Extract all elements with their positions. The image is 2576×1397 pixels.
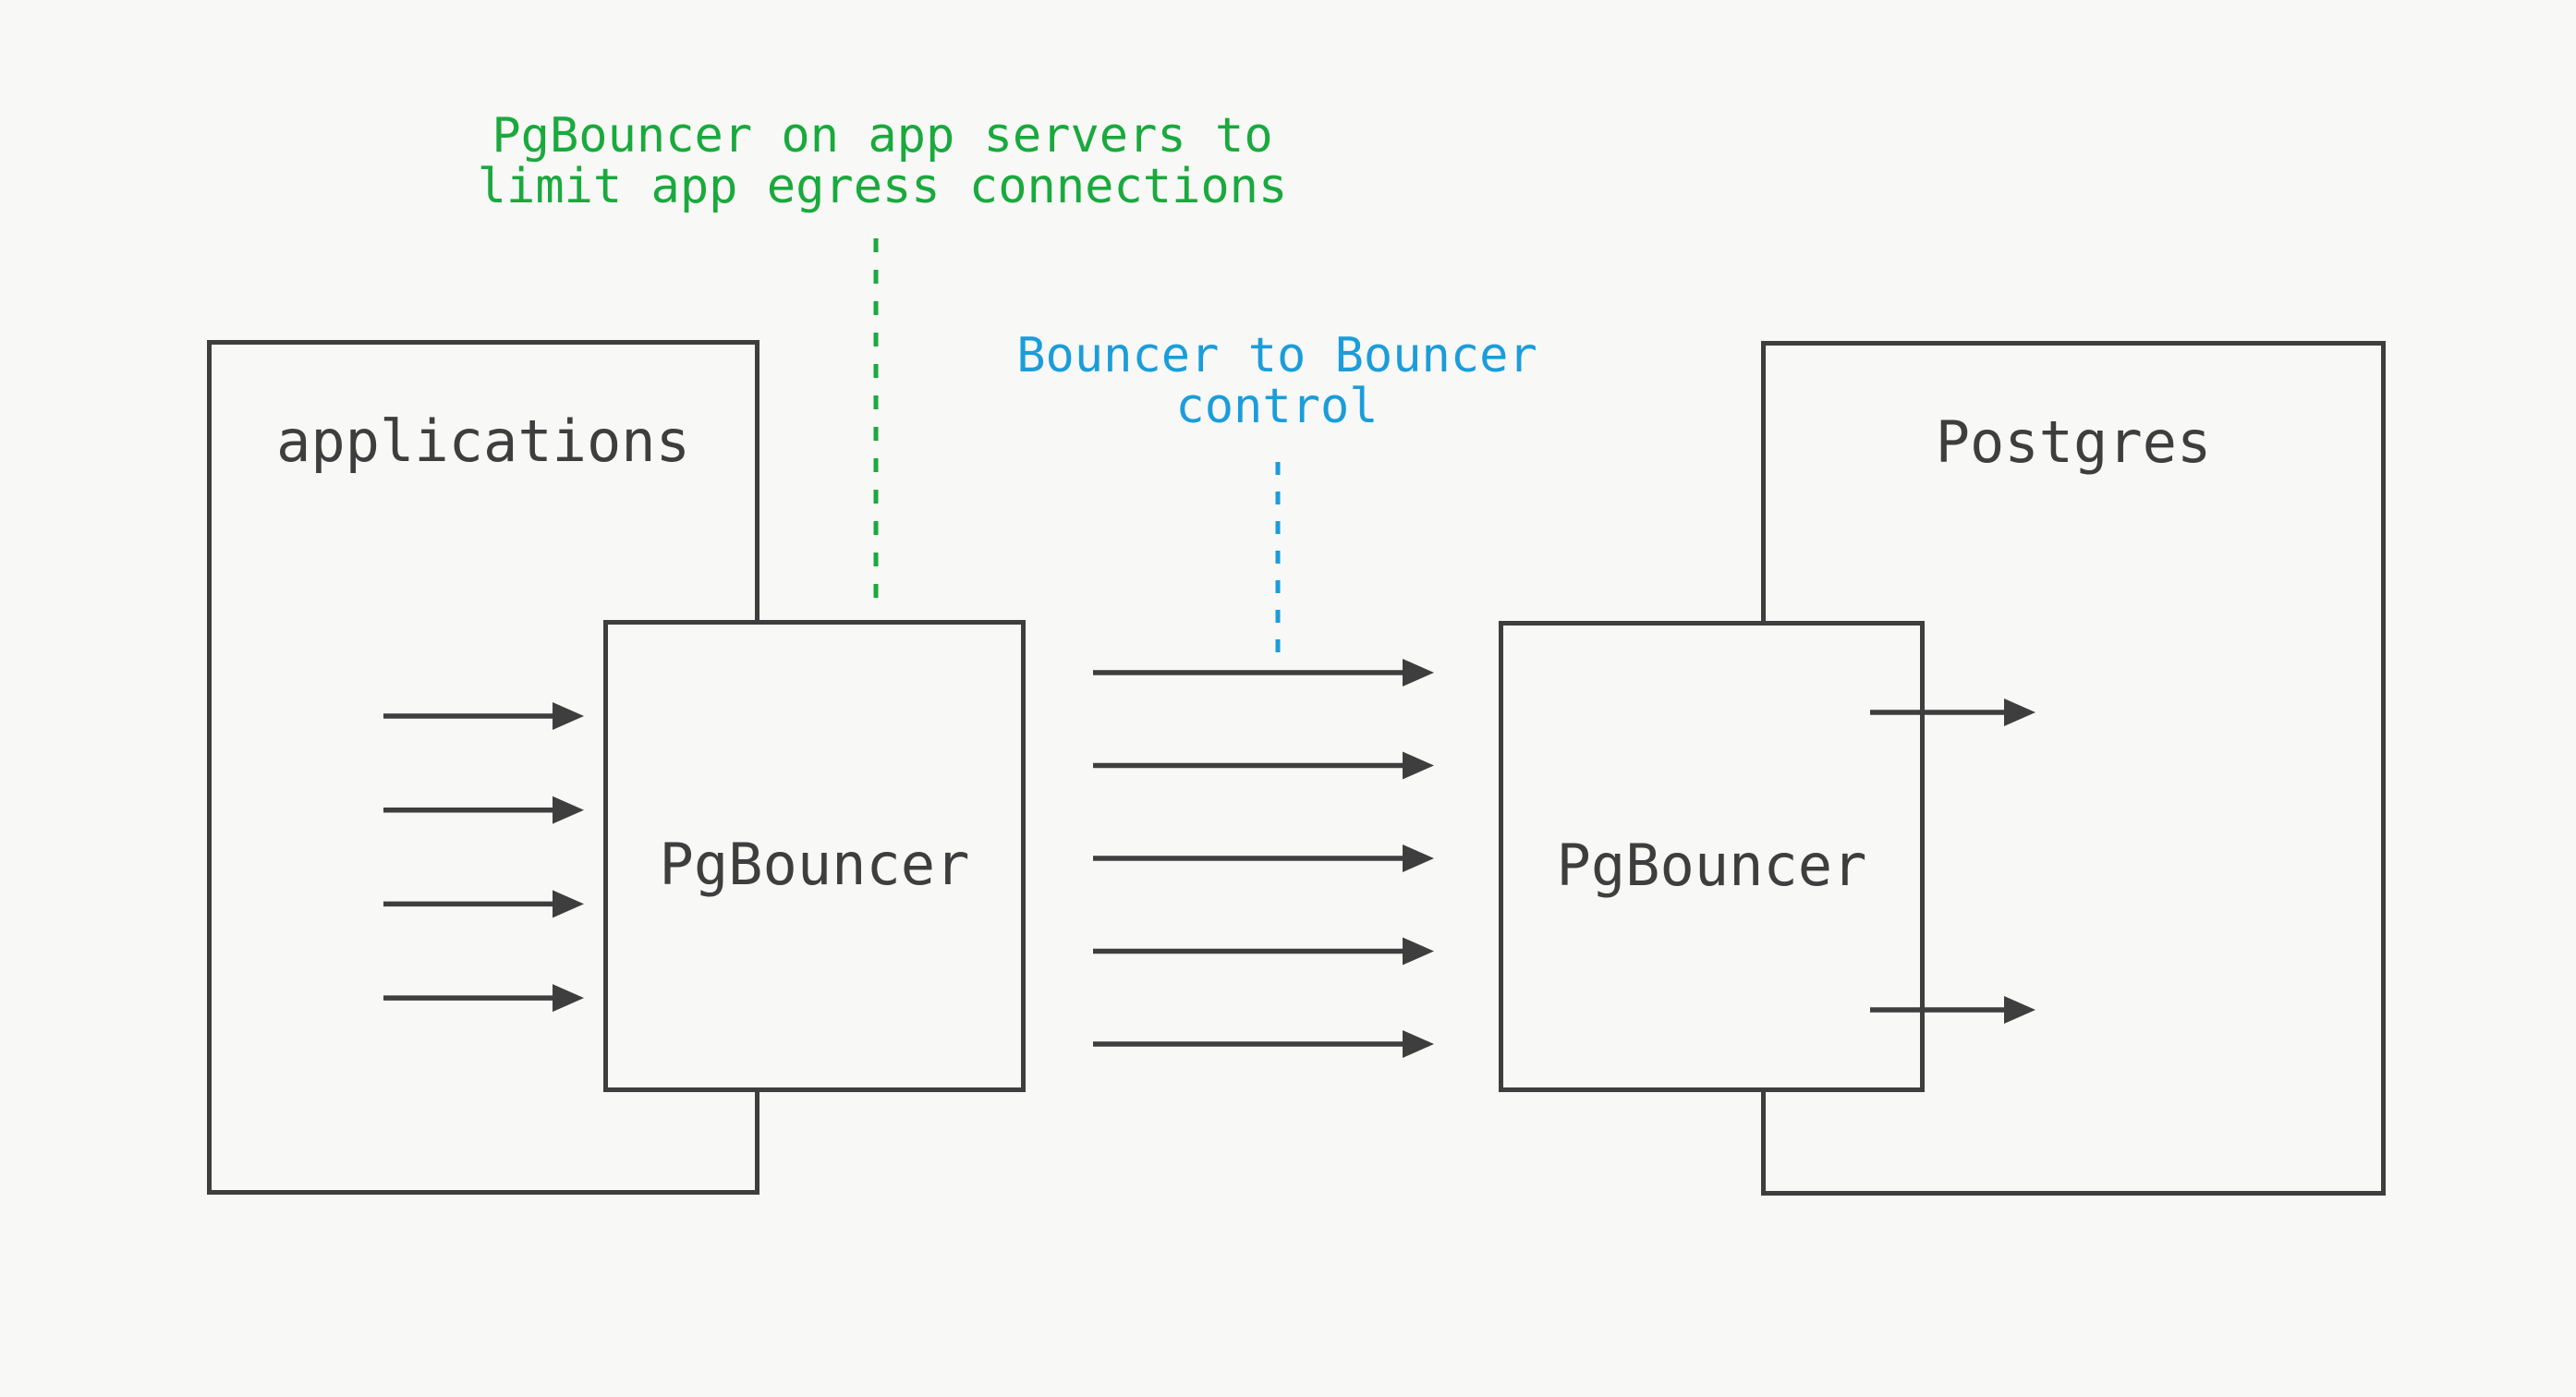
blue-annotation: Bouncer to Bouncer control xyxy=(954,331,1600,432)
green-annotation: PgBouncer on app servers to limit app eg… xyxy=(467,111,1298,213)
pgbouncer-left-box: PgBouncer xyxy=(603,620,1026,1092)
pgbouncer-right-box: PgBouncer xyxy=(1499,621,1925,1092)
blue-annotation-line2: control xyxy=(1175,379,1379,434)
green-annotation-line2: limit app egress connections xyxy=(477,159,1288,214)
applications-box-label: applications xyxy=(276,407,690,475)
green-annotation-line1: PgBouncer on app servers to xyxy=(492,108,1273,164)
pgbouncer-left-box-label: PgBouncer xyxy=(659,831,970,898)
blue-annotation-line1: Bouncer to Bouncer xyxy=(1016,328,1537,383)
pgbouncer-right-box-label: PgBouncer xyxy=(1556,832,1867,899)
postgres-box-label: Postgres xyxy=(1935,408,2212,476)
